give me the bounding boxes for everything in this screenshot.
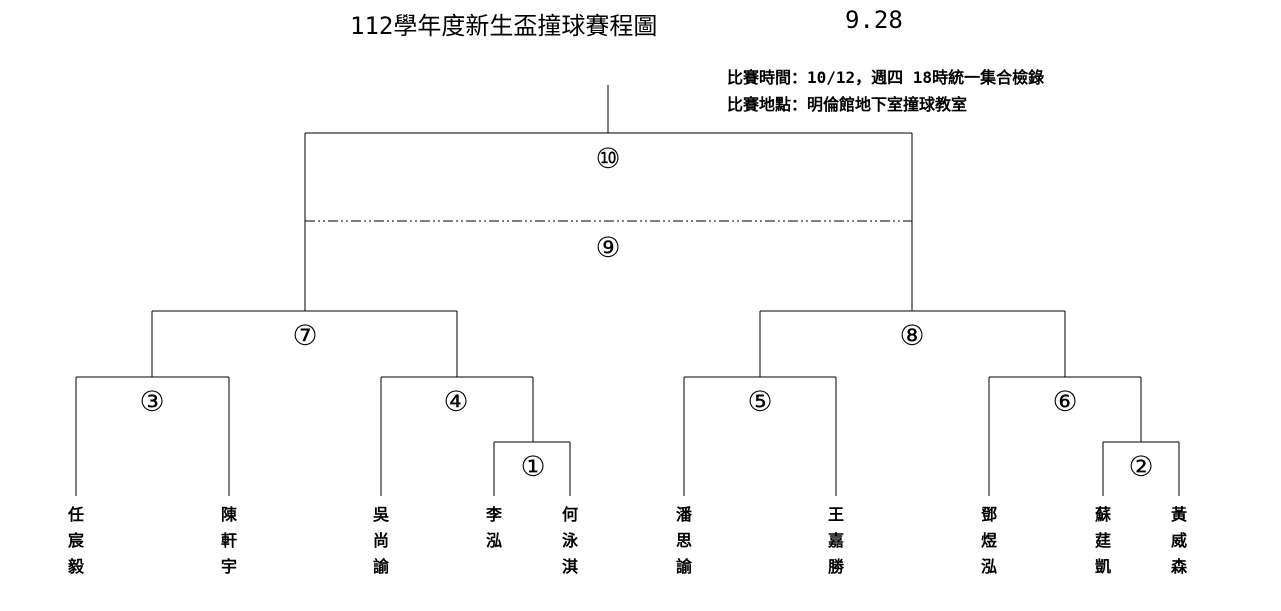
match-time-info: 比賽時間：10/12，週四 18時統一集合檢錄 (727, 68, 1045, 87)
match-10-label: ⑩ (595, 142, 621, 175)
match-1-label: ① (520, 450, 546, 483)
match-2-label: ② (1128, 450, 1154, 483)
page-title: 112學年度新生盃撞球賽程圖 (350, 12, 658, 40)
player-name: 李泓 (485, 505, 502, 550)
match-9-label: ⑨ (595, 231, 621, 264)
match-4-label: ④ (443, 385, 469, 418)
date-label: 9.28 (845, 6, 903, 34)
match-8-label: ⑧ (899, 319, 925, 352)
match-6-label: ⑥ (1052, 385, 1078, 418)
player-name: 潘思諭 (675, 505, 692, 576)
match-place-info: 比賽地點：明倫館地下室撞球教室 (727, 95, 968, 114)
match-7-label: ⑦ (292, 319, 318, 352)
player-name: 鄧煜泓 (980, 505, 997, 576)
player-name: 何泳淇 (561, 505, 578, 576)
player-name: 蘇莛凱 (1094, 505, 1111, 576)
player-name: 任宸毅 (67, 505, 84, 576)
player-name: 陳軒宇 (220, 505, 237, 576)
match-3-label: ③ (139, 385, 165, 418)
player-name: 吳尚諭 (372, 505, 389, 576)
match-5-label: ⑤ (747, 385, 773, 418)
player-name: 王嘉勝 (827, 505, 844, 576)
player-name: 黃威森 (1170, 505, 1187, 576)
